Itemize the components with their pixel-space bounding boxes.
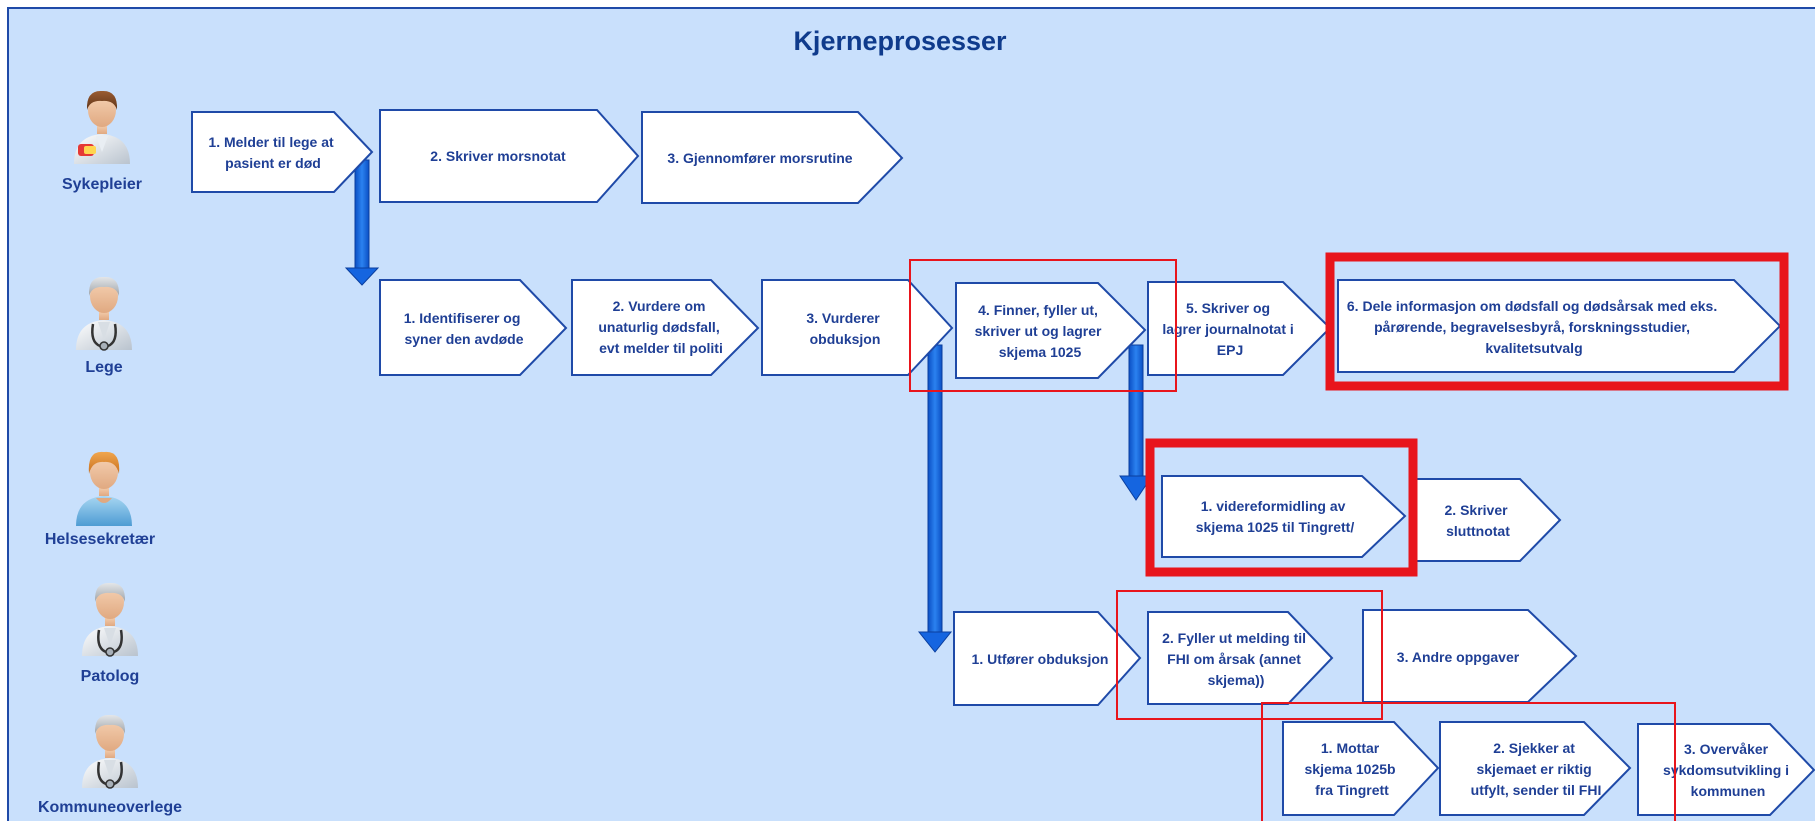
highlight-box-thin — [1116, 590, 1383, 720]
step-ko-2[interactable]: 2. Sjekker at skjemaet er riktig utfylt,… — [1439, 721, 1632, 816]
role-label: Helsesekretær — [45, 531, 155, 548]
role-lege: Lege — [76, 276, 132, 376]
step-line: 1. Melder til lege at — [208, 134, 334, 150]
step-text: 6. Dele informasjon om dødsfall og dødså… — [1347, 298, 1721, 356]
flow-arrow-lege-to-helsesekretaer — [1119, 344, 1153, 501]
step-lege-2[interactable]: 2. Vurdere om unaturlig dødsfall, evt me… — [571, 279, 760, 376]
step-text: 5. Skriver og lagrer journalnotat i EPJ — [1162, 300, 1297, 358]
step-lege-3[interactable]: 3. Vurderer obduksjon — [761, 279, 954, 376]
step-text: 3. Gjennomfører morsrutine — [667, 150, 852, 166]
doctor-icon — [82, 582, 138, 657]
step-line: skjema)) — [1208, 672, 1265, 688]
step-text: 2. Skriver sluttnotat — [1445, 502, 1512, 539]
step-text: 3. Andre oppgaver — [1397, 649, 1520, 665]
step-line: skjema 1025b — [1305, 761, 1396, 777]
secretary-icon — [76, 451, 132, 526]
step-line: 2. Fyller ut melding til — [1162, 630, 1306, 646]
diagram-title: Kjerneprosesser — [793, 26, 1007, 56]
step-line: FHI om årsak (annet — [1167, 651, 1301, 667]
highlight-box-thin — [909, 259, 1177, 392]
step-line: 2. Skriver morsnotat — [430, 148, 566, 164]
step-text: 1. Mottar skjema 1025b fra Tingrett — [1305, 740, 1400, 798]
step-pat-3[interactable]: 3. Andre oppgaver — [1362, 609, 1578, 703]
role-helsesekretaer: Helsesekretær — [45, 451, 155, 548]
step-lege-5[interactable]: 5. Skriver og lagrer journalnotat i EPJ — [1147, 281, 1332, 376]
step-line: fra Tingrett — [1315, 782, 1389, 798]
step-ko-1[interactable]: 1. Mottar skjema 1025b fra Tingrett — [1282, 721, 1440, 816]
step-line: obduksjon — [810, 331, 881, 347]
highlight-box-thick — [1145, 438, 1418, 577]
step-line: 3. Overvåker — [1684, 741, 1769, 757]
step-line: 1. Utfører obduksjon — [972, 651, 1109, 667]
step-hs-1[interactable]: 1. videreformidling av skjema 1025 til T… — [1161, 475, 1407, 558]
step-ko-3[interactable]: 3. Overvåker sykdomsutvikling i kommunen — [1637, 723, 1815, 816]
step-line: pasient er død — [225, 155, 321, 171]
step-line: 3. Gjennomfører morsrutine — [667, 150, 852, 166]
role-sykepleier: Sykepleier — [62, 90, 142, 193]
step-text: 2. Sjekker at skjemaet er riktig utfylt,… — [1471, 740, 1602, 798]
role-label: Kommuneoverlege — [38, 799, 182, 816]
step-syk-1[interactable]: 1. Melder til lege at pasient er død — [191, 111, 374, 193]
flow-arrow-sykepleier-to-lege — [344, 159, 380, 286]
step-line: 1. videreformidling av — [1201, 498, 1346, 514]
step-line: lagrer journalnotat i — [1162, 321, 1293, 337]
step-line: 2. Skriver — [1445, 502, 1509, 518]
step-line: syner den avdøde — [404, 331, 523, 347]
step-text: 2. Vurdere om unaturlig dødsfall, evt me… — [598, 298, 723, 356]
step-text: 1. Identifiserer og syner den avdøde — [404, 310, 525, 347]
step-syk-2[interactable]: 2. Skriver morsnotat — [379, 109, 640, 203]
step-text: 4. Finner, fyller ut, skriver ut og lagr… — [975, 302, 1106, 360]
step-line: 3. Andre oppgaver — [1397, 649, 1520, 665]
step-text: 1. Utfører obduksjon — [972, 651, 1109, 667]
step-line: 4. Finner, fyller ut, — [978, 302, 1098, 318]
step-lege-4[interactable]: 4. Finner, fyller ut, skriver ut og lagr… — [955, 282, 1147, 379]
step-hs-2[interactable]: 2. Skriver sluttnotat — [1409, 478, 1562, 562]
highlight-box-thick — [1325, 252, 1789, 391]
step-text: 2. Fyller ut melding til FHI om årsak (a… — [1162, 630, 1310, 688]
role-label: Patolog — [81, 668, 140, 685]
step-pat-1[interactable]: 1. Utfører obduksjon — [953, 611, 1142, 706]
step-line: EPJ — [1217, 342, 1243, 358]
step-text: 1. videreformidling av skjema 1025 til T… — [1196, 498, 1355, 535]
step-line: 5. Skriver og — [1186, 300, 1270, 316]
step-line: unaturlig dødsfall, — [598, 319, 719, 335]
step-lege-6[interactable]: 6. Dele informasjon om dødsfall og dødså… — [1337, 279, 1782, 373]
step-line: 6. Dele informasjon om dødsfall og dødså… — [1347, 298, 1717, 314]
step-line: skjema 1025 — [999, 344, 1082, 360]
step-line: sykdomsutvikling i — [1663, 762, 1789, 778]
role-label: Lege — [85, 359, 122, 376]
role-kommuneoverlege: Kommuneoverlege — [38, 714, 182, 816]
step-line: skjema 1025 til Tingrett/ — [1196, 519, 1355, 535]
role-patolog: Patolog — [81, 582, 140, 685]
role-label: Sykepleier — [62, 176, 142, 193]
nurse-icon — [74, 90, 130, 164]
step-line: 2. Sjekker at — [1493, 740, 1575, 756]
step-line: 3. Vurderer — [806, 310, 880, 326]
step-line: sluttnotat — [1446, 523, 1510, 539]
step-text: 3. Vurderer obduksjon — [806, 310, 883, 347]
step-line: utfylt, sender til FHI — [1471, 782, 1602, 798]
step-line: evt melder til politi — [599, 340, 723, 356]
step-text: 1. Melder til lege at pasient er død — [208, 134, 337, 171]
step-line: skriver ut og lagrer — [975, 323, 1102, 339]
step-line: 1. Identifiserer og — [404, 310, 521, 326]
step-text: 2. Skriver morsnotat — [430, 148, 566, 164]
step-text: 3. Overvåker sykdomsutvikling i kommunen — [1663, 741, 1793, 799]
doctor-icon — [82, 714, 138, 789]
step-line: skjemaet er riktig — [1476, 761, 1591, 777]
step-syk-3[interactable]: 3. Gjennomfører morsrutine — [641, 111, 904, 204]
step-lege-1[interactable]: 1. Identifiserer og syner den avdøde — [379, 279, 568, 376]
step-line: 1. Mottar — [1321, 740, 1380, 756]
step-line: 2. Vurdere om — [613, 298, 706, 314]
doctor-icon — [76, 276, 132, 351]
step-line: kvalitetsutvalg — [1485, 340, 1582, 356]
step-line: pårørende, begravelsesbyrå, forskningsst… — [1374, 319, 1690, 335]
step-line: kommunen — [1691, 783, 1766, 799]
step-pat-2[interactable]: 2. Fyller ut melding til FHI om årsak (a… — [1147, 611, 1334, 705]
highlight-box-thin — [1261, 702, 1676, 821]
